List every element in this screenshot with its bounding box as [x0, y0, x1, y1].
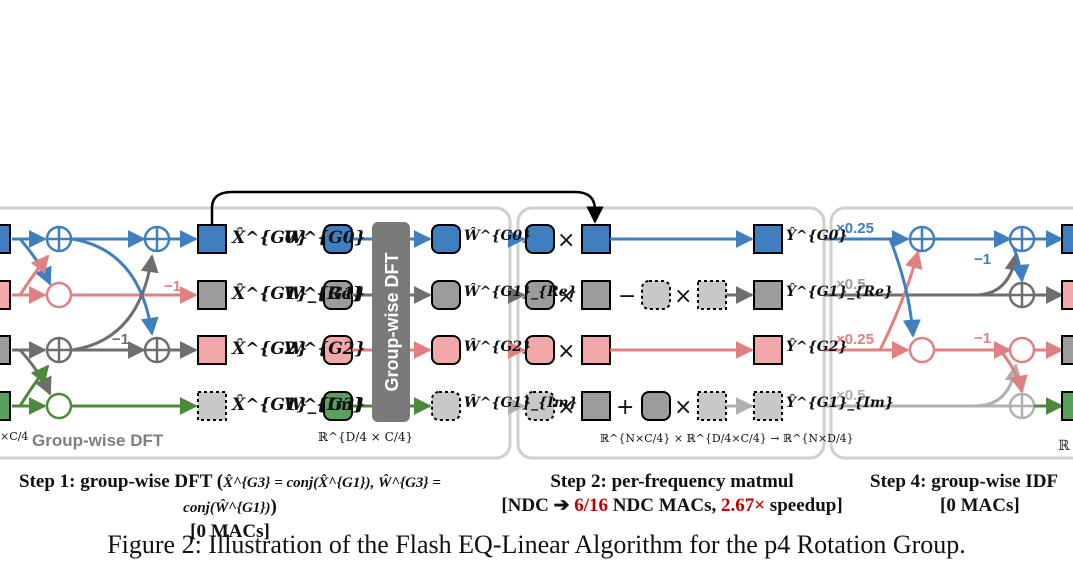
skip-connection-arrow	[210, 190, 604, 224]
group-wise-dft-block: Group-wise DFT	[372, 222, 410, 422]
xhat-g2-square	[197, 335, 227, 365]
what-g2-label: Ŵ^{G2}	[464, 339, 532, 355]
shape-label-cut: ℝ	[1058, 438, 1070, 454]
neg-one-label: −1	[164, 278, 181, 295]
pass-node	[1008, 336, 1036, 364]
step4-caption: Step 4: group-wise IDF [0 MACs]	[870, 471, 1059, 516]
neg-one-label: −1	[974, 251, 991, 268]
add-node	[143, 336, 171, 364]
add-node	[1008, 225, 1036, 253]
svg-text:×: ×	[557, 228, 575, 253]
svg-text:×: ×	[557, 339, 575, 364]
weight-shape-label: ℝ^{D/4 × C/4}	[318, 430, 414, 444]
w-g2-label: W^{G2}	[284, 339, 366, 359]
scale-label: ×0.25	[836, 220, 874, 237]
figure-caption: Figure 2: Illustration of the Flash EQ-L…	[107, 530, 966, 559]
what-g1im-label: Ŵ^{G1}_{Im}	[464, 395, 578, 411]
what-g1re-label: Ŵ^{G1}_{Re}	[464, 284, 577, 300]
add-node	[45, 336, 73, 364]
w-g3-label: W^{G3}	[284, 395, 366, 415]
what-g1im-square	[431, 391, 461, 421]
pass-node	[45, 392, 73, 420]
w-g1-label: W^{G1}	[284, 284, 366, 304]
svg-text:×: ×	[557, 284, 575, 309]
yhat-g2-label: Ŷ^{G2}	[786, 339, 848, 355]
left-shape-label: ×C/4	[0, 430, 29, 443]
yhat-g1re-label: Ŷ^{G1}_{Re}	[786, 284, 893, 300]
panel-label: Group-wise DFT	[32, 431, 164, 450]
xhat-g1im-label: X̂^{G1}_{Im}	[232, 395, 364, 415]
svg-text:×: ×	[557, 395, 575, 420]
pass-node	[45, 281, 73, 309]
input-x1	[0, 280, 11, 310]
what-g2-square	[431, 335, 461, 365]
step1-caption: Step 1: group-wise DFT (X̂^{G3} = conj(X…	[19, 471, 441, 542]
xhat-g1im-square	[197, 391, 227, 421]
w-g0-label: W^{G0}	[284, 228, 366, 248]
xhat-g1re-square	[197, 280, 227, 310]
xhat-g0-square	[197, 224, 227, 254]
input-x2	[0, 335, 11, 365]
what-g0-square	[431, 224, 461, 254]
what-g0-label: Ŵ^{G0}	[464, 228, 532, 244]
svg-text:×: ×	[674, 284, 692, 309]
add-node	[908, 225, 936, 253]
matmul-shape-label: ℝ^{N×C/4} × ℝ^{D/4×C/4} → ℝ^{N×D/4}	[600, 432, 854, 445]
scale-label: ×0.5	[836, 276, 866, 293]
scale-label: ×0.25	[836, 331, 874, 348]
dft-block-label: Group-wise DFT	[382, 252, 402, 391]
svg-text:×: ×	[674, 395, 692, 420]
scale-label: ×0.5	[836, 387, 866, 404]
pass-node	[908, 336, 936, 364]
xhat-g1re-label: X̂^{G1}_{Re}	[232, 284, 363, 304]
neg-one-label: −1	[974, 330, 991, 347]
neg-one-label: −1	[112, 331, 129, 348]
input-x3	[0, 391, 11, 421]
yhat-g0-label: Ŷ^{G0}	[786, 228, 848, 244]
svg-text:+: +	[616, 395, 634, 420]
add-node	[1008, 281, 1036, 309]
input-x0	[0, 224, 11, 254]
xhat-g0-label: X̂^{G0}	[232, 228, 308, 248]
step2-caption: Step 2: per-frequency matmul [NDC ➔ 6/16…	[501, 471, 843, 516]
add-node	[143, 225, 171, 253]
what-g1re-square	[431, 280, 461, 310]
svg-text:−: −	[618, 284, 636, 309]
add-node	[45, 225, 73, 253]
xhat-g2-label: X̂^{G2}	[232, 339, 308, 359]
yhat-g1im-label: Ŷ^{G1}_{Im}	[786, 395, 894, 411]
add-node	[1008, 392, 1036, 420]
